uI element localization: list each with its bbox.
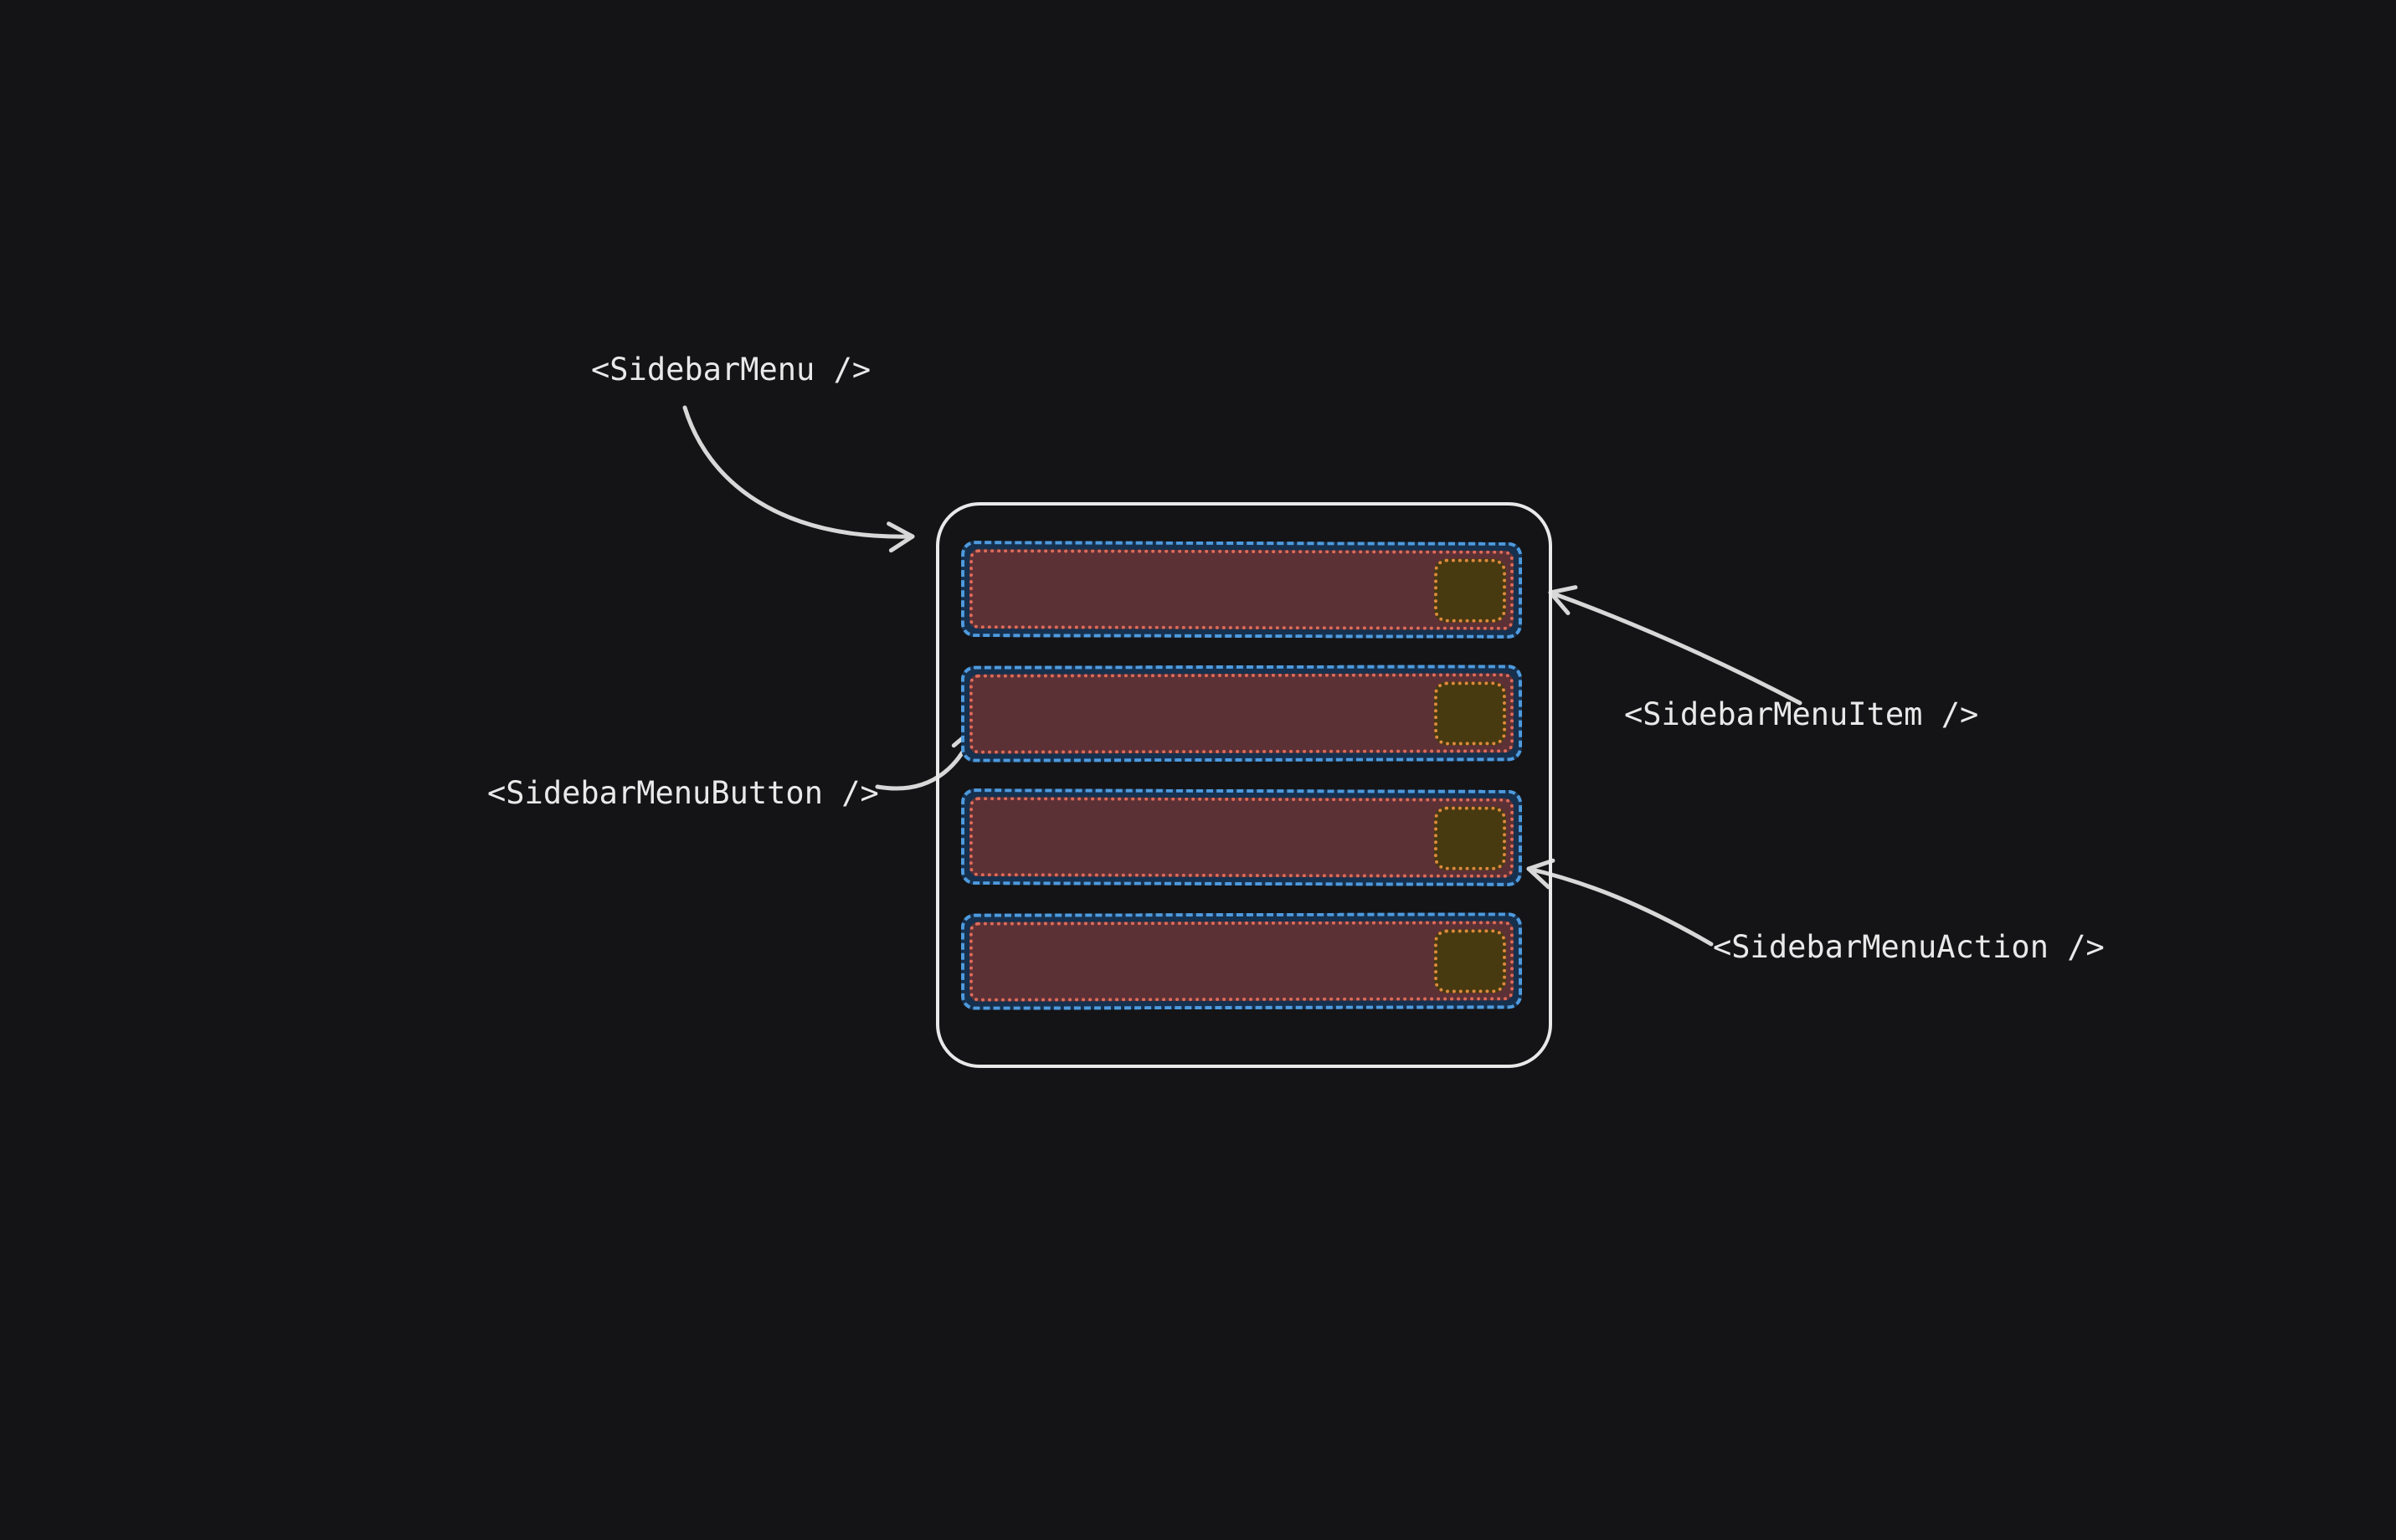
label-sidebar-menu-action: <SidebarMenuAction /> bbox=[1713, 929, 2105, 965]
arrow-to-sidebar-menu-action bbox=[1526, 858, 1714, 947]
sidebar-menu-button bbox=[969, 549, 1514, 630]
arrow-to-sidebar-menu bbox=[682, 405, 915, 553]
label-sidebar-menu-item: <SidebarMenuItem /> bbox=[1624, 696, 1979, 732]
label-sidebar-menu-button: <SidebarMenuButton /> bbox=[487, 775, 879, 811]
sidebar-menu-action bbox=[1433, 806, 1507, 870]
label-sidebar-menu: <SidebarMenu /> bbox=[591, 352, 872, 388]
sidebar-menu-button bbox=[969, 673, 1514, 754]
sidebar-menu-item bbox=[960, 912, 1523, 1010]
sidebar-menu-action bbox=[1433, 928, 1507, 993]
sidebar-menu-action bbox=[1433, 558, 1507, 623]
arrow-to-sidebar-menu-item bbox=[1548, 585, 1802, 706]
sidebar-menu-item bbox=[960, 788, 1523, 886]
sidebar-menu-button bbox=[969, 797, 1514, 878]
sidebar-menu bbox=[936, 502, 1552, 1068]
sidebar-menu-button bbox=[969, 921, 1514, 1002]
sidebar-menu-item bbox=[960, 665, 1523, 762]
sidebar-menu-action bbox=[1433, 680, 1507, 746]
sidebar-menu-item bbox=[960, 541, 1523, 639]
